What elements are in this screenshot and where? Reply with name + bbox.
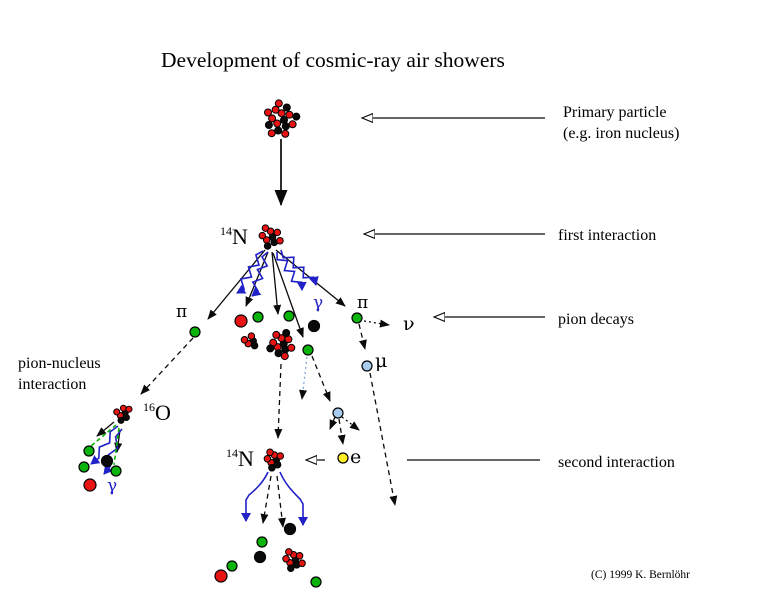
neutrino-track [363, 319, 390, 328]
oxygen-16-label: 16O [143, 400, 171, 426]
muon-track [358, 323, 367, 350]
second-interaction-nucleus [263, 448, 285, 472]
muon-track-long [369, 372, 398, 506]
gamma-symbol-bottom: γ [107, 476, 118, 496]
gamma-ray-line [103, 428, 123, 475]
pi-symbol-right: π [357, 293, 369, 313]
primary-particle-label: Primary particle (e.g. iron nucleus) [563, 102, 679, 144]
fragment-nucleus-large [266, 329, 296, 361]
oxygen-16-element: O [155, 400, 171, 425]
hadron-track [274, 363, 283, 439]
copyright-text: (C) 1999 K. Bernlöhr [591, 569, 691, 581]
electron-symbol: e [350, 446, 362, 468]
primary-particle-label-line1: Primary particle [563, 104, 667, 121]
pion-decays-label: pion decays [558, 311, 634, 328]
gamma-ray-line [251, 251, 269, 297]
electron-track [337, 418, 346, 445]
pion-nucleus-interaction-label: pion-nucleus interaction [18, 353, 101, 395]
secondary-track [207, 249, 266, 320]
decay-track [329, 416, 338, 430]
first-interaction-label: first interaction [558, 227, 657, 244]
nitrogen-14-mass: 14 [220, 224, 232, 238]
neutrino-track [299, 356, 308, 400]
gamma-ray-line [236, 250, 264, 294]
secondary-track [271, 251, 282, 315]
pion-nucleus-label-line1: pion-nucleus [18, 355, 101, 372]
secondary-track [272, 252, 304, 338]
gamma-symbol-right: γ [313, 293, 324, 313]
bottom-fragment-nucleus [282, 548, 306, 572]
fragment-track [96, 421, 115, 437]
gamma-ray-line [280, 249, 319, 286]
neutrino-track [341, 416, 360, 431]
oxygen-16-mass: 16 [143, 400, 155, 414]
gamma-ray-line [90, 425, 119, 465]
mu-symbol: μ [375, 350, 388, 372]
second-interaction-label: second interaction [558, 454, 675, 471]
nitrogen-14-label: 14N [220, 224, 248, 250]
nitrogen-14-mass: 14 [226, 446, 238, 460]
first-interaction-nucleus [258, 224, 284, 250]
hadron-track [276, 475, 286, 528]
figure-title: Development of cosmic-ray air showers [161, 48, 505, 72]
pion-track-green [113, 427, 120, 466]
gamma-ray-line [276, 251, 307, 291]
pion-nucleus-label-line2: interaction [18, 376, 87, 393]
oxygen-16-nucleus [113, 404, 133, 424]
muon-track [311, 355, 331, 402]
primary-particle-label-line2: (e.g. iron nucleus) [563, 125, 680, 142]
primary-nucleus [264, 99, 301, 138]
particle-dots [78, 310, 373, 588]
gamma-ray-brace [279, 471, 308, 526]
hadron-track [260, 475, 272, 524]
pion-track [140, 337, 194, 395]
fragment-nucleus-small [240, 332, 259, 350]
nu-symbol: ν [403, 313, 415, 335]
nitrogen-14-element: N [232, 224, 248, 249]
nitrogen-14-label-second: 14N [226, 446, 254, 472]
nitrogen-14-element: N [238, 446, 254, 471]
pi-symbol-left: π [176, 302, 188, 322]
pion-track-green [90, 424, 117, 447]
gamma-ray-brace [241, 471, 269, 522]
